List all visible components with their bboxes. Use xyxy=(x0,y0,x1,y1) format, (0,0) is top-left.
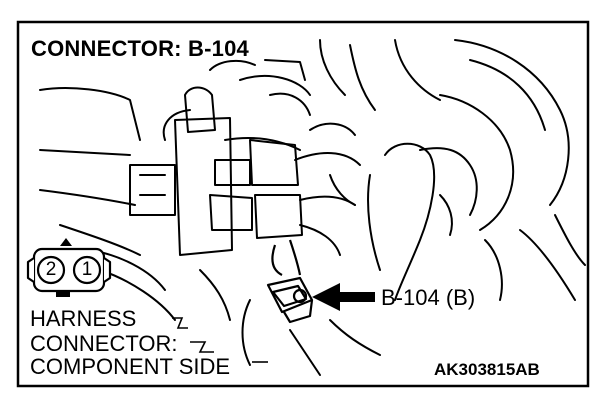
callout-label: B-104 (B) xyxy=(381,285,476,310)
pin-2-label: 2 xyxy=(45,259,57,280)
figure-border xyxy=(16,20,590,388)
sensor-component xyxy=(266,239,314,324)
harness-label-line-1: HARNESS xyxy=(30,306,137,331)
leader-lines xyxy=(172,317,268,363)
engine-background-art xyxy=(39,39,586,376)
harness-label-line-2: CONNECTOR: xyxy=(30,331,178,356)
connector-face-symbol xyxy=(26,238,112,297)
harness-label-line-3: COMPONENT SIDE xyxy=(30,354,231,379)
figure-code: AK303815AB xyxy=(434,360,540,379)
diagram-title: CONNECTOR: B-104 xyxy=(31,36,249,61)
pin-1-label: 1 xyxy=(81,259,93,280)
callout-arrow xyxy=(312,283,375,311)
